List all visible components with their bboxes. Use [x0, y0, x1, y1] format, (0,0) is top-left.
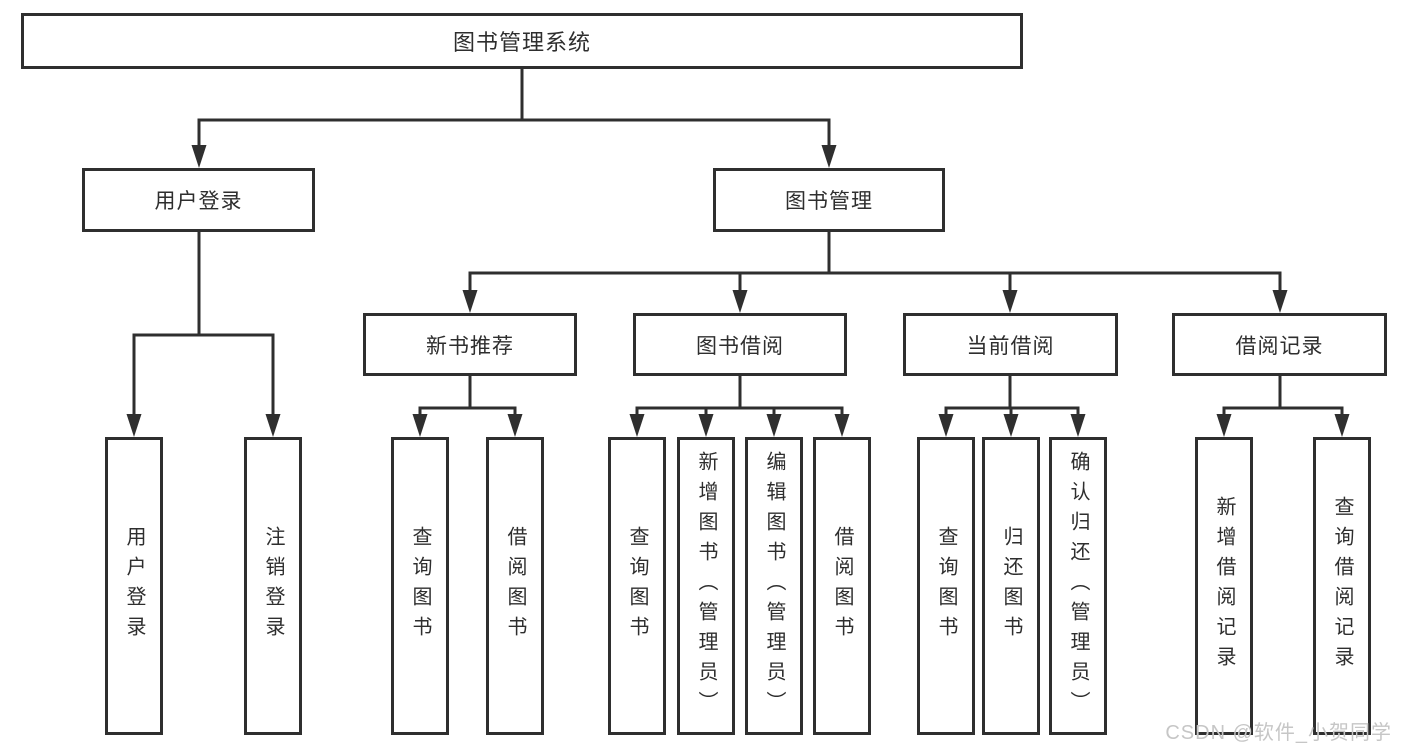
leaf-borrow-book-recommend: 借阅图书 — [486, 437, 544, 735]
leaf-edit-book-admin-label: 编辑图书（管理员） — [763, 451, 785, 721]
leaf-query-borrow-record: 查询借阅记录 — [1313, 437, 1371, 735]
leaf-query-borrow-record-label: 查询借阅记录 — [1331, 496, 1353, 676]
leaf-borrow-book-recommend-label: 借阅图书 — [504, 526, 526, 646]
leaf-confirm-return-admin: 确认归还（管理员） — [1049, 437, 1107, 735]
csdn-watermark: CSDN @软件_小贺同学 — [1165, 722, 1392, 744]
leaf-add-borrow-record: 新增借阅记录 — [1195, 437, 1253, 735]
leaf-user-login-label: 用户登录 — [123, 526, 145, 646]
leaf-query-book-recommend: 查询图书 — [391, 437, 449, 735]
leaf-return-book-label: 归还图书 — [1000, 526, 1022, 646]
node-current-borrowing: 当前借阅 — [903, 313, 1118, 376]
leaf-logout: 注销登录 — [244, 437, 302, 735]
leaf-user-login: 用户登录 — [105, 437, 163, 735]
node-book-management: 图书管理 — [713, 168, 945, 232]
leaf-confirm-return-admin-label: 确认归还（管理员） — [1067, 451, 1089, 721]
leaf-borrow-book-borrowing-label: 借阅图书 — [831, 526, 853, 646]
leaf-edit-book-admin: 编辑图书（管理员） — [745, 437, 803, 735]
leaf-logout-label: 注销登录 — [262, 526, 284, 646]
leaf-query-book-borrowing-label: 查询图书 — [626, 526, 648, 646]
leaf-query-book-borrowing: 查询图书 — [608, 437, 666, 735]
leaf-return-book: 归还图书 — [982, 437, 1040, 735]
node-borrowing-records: 借阅记录 — [1172, 313, 1387, 376]
leaf-borrow-book-borrowing: 借阅图书 — [813, 437, 871, 735]
node-new-book-recommendation: 新书推荐 — [363, 313, 577, 376]
leaf-add-book-admin: 新增图书（管理员） — [677, 437, 735, 735]
leaf-query-book-current: 查询图书 — [917, 437, 975, 735]
node-root-system: 图书管理系统 — [21, 13, 1023, 69]
node-user-login: 用户登录 — [82, 168, 315, 232]
leaf-add-book-admin-label: 新增图书（管理员） — [695, 451, 717, 721]
node-book-borrowing: 图书借阅 — [633, 313, 847, 376]
leaf-add-borrow-record-label: 新增借阅记录 — [1213, 496, 1235, 676]
leaf-query-book-recommend-label: 查询图书 — [409, 526, 431, 646]
leaf-query-book-current-label: 查询图书 — [935, 526, 957, 646]
